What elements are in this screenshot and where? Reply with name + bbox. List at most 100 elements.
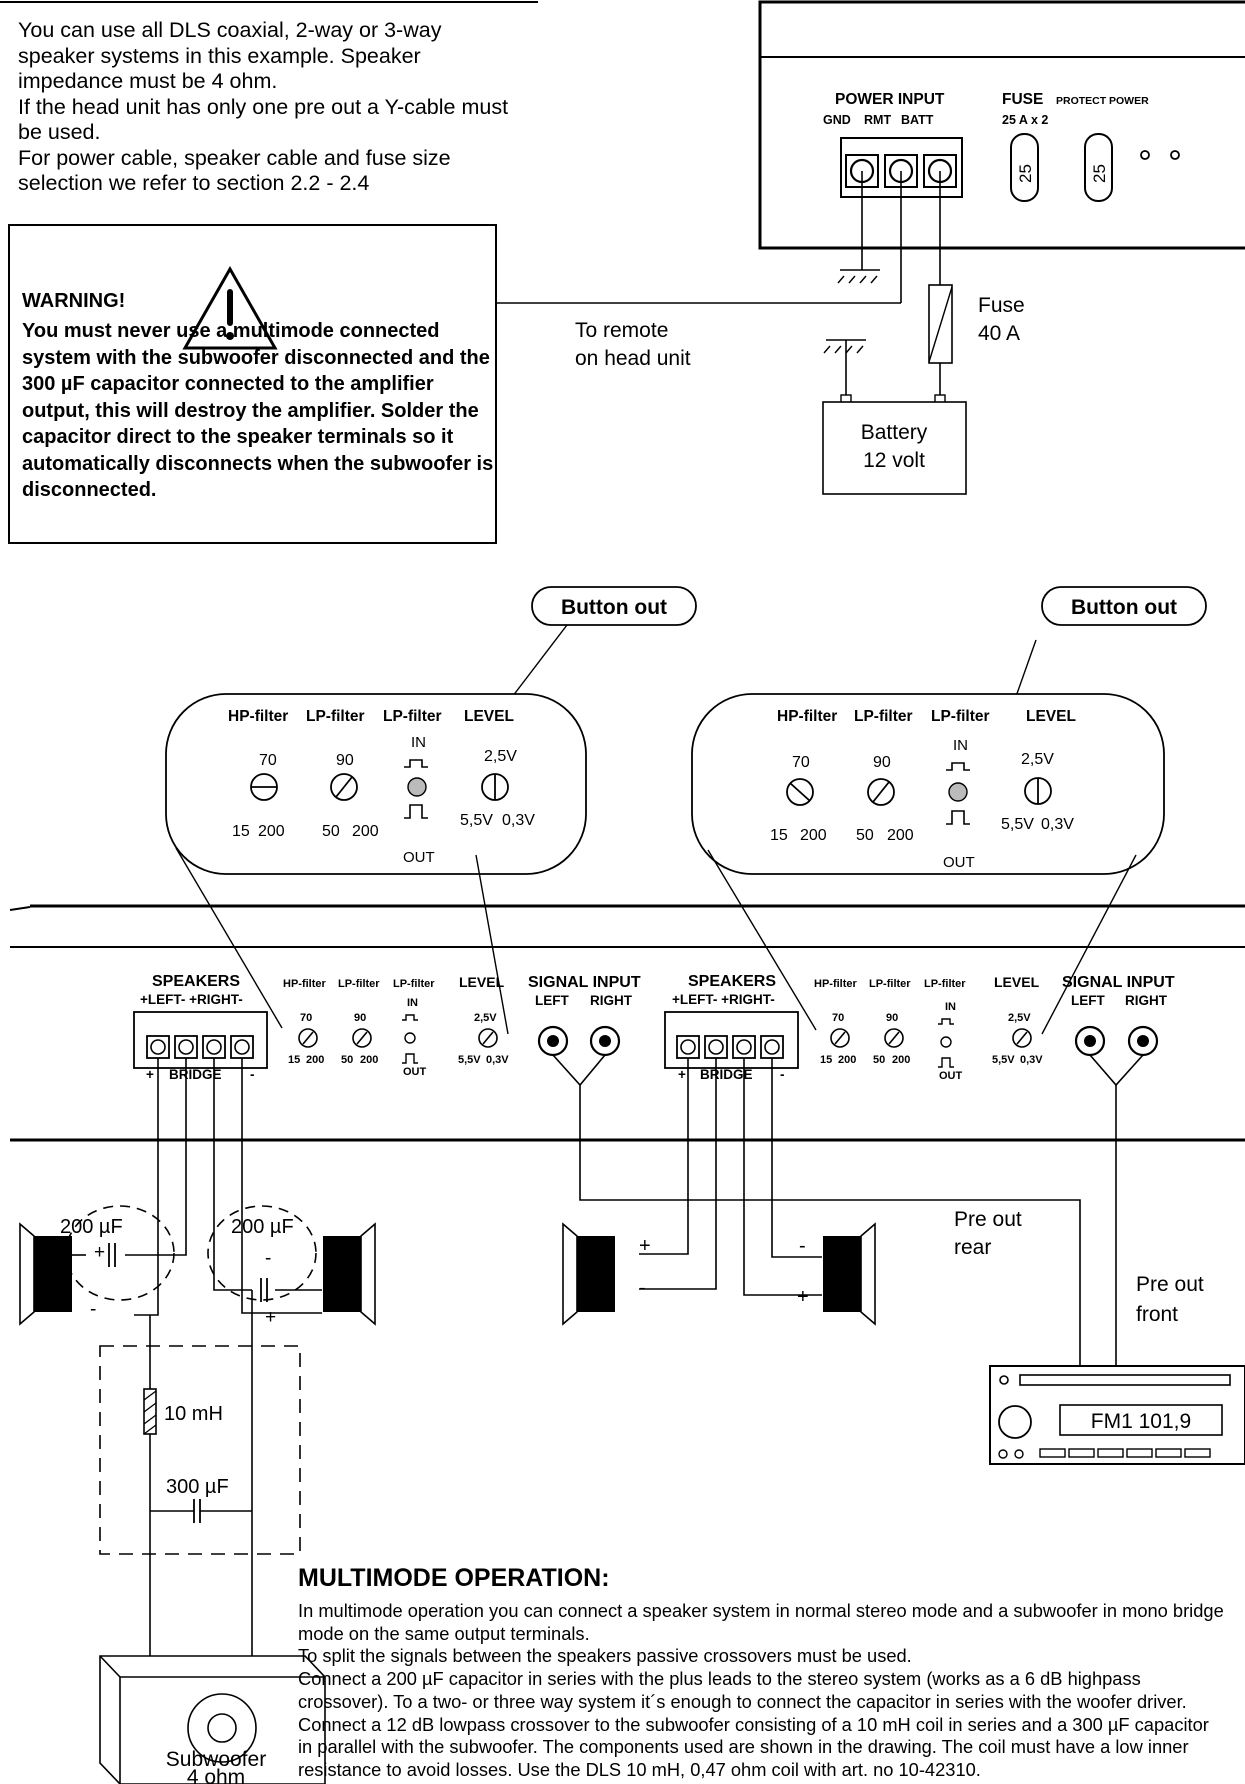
svg-text:0,3V: 0,3V <box>486 1054 509 1066</box>
svg-text:50: 50 <box>856 827 874 844</box>
svg-text:SPEAKERS: SPEAKERS <box>688 973 776 990</box>
fuse-2[interactable]: 25 <box>1084 133 1113 202</box>
svg-text:on head unit: on head unit <box>575 347 691 370</box>
fuse-label: FUSE <box>1002 91 1043 108</box>
svg-text:LP-filter: LP-filter <box>393 978 435 990</box>
svg-text:70: 70 <box>832 1012 844 1024</box>
multimode-text: In multimode operation you can connect a… <box>298 1600 1228 1782</box>
main-fuse <box>928 284 953 364</box>
amp-channel-section-1: SPEAKERS +LEFT- +RIGHT- + BRIDGE - HP-fi… <box>133 973 641 1082</box>
pre-out-front-label: Pre out <box>1136 1273 1204 1296</box>
svg-text:LEVEL: LEVEL <box>459 974 505 990</box>
svg-text:40 A: 40 A <box>978 322 1020 345</box>
preset-button-6[interactable] <box>1184 1448 1211 1458</box>
svg-text:-: - <box>799 1235 806 1257</box>
multimode-paragraph: Connect a 200 µF capacitor in series wit… <box>298 1668 1187 1712</box>
power-panel: POWER INPUT GND RMT BATT FUSE 25 A x 2 P… <box>758 0 1245 250</box>
svg-text:LEVEL: LEVEL <box>994 974 1040 990</box>
svg-text:200: 200 <box>892 1054 910 1066</box>
zoom-panel-1: HP-filter LP-filter LP-filter LEVEL 70 1… <box>165 693 587 875</box>
warning-box: WARNING! You must never use a multimode … <box>8 224 497 544</box>
svg-text:-: - <box>780 1067 785 1082</box>
lowpass-crossover <box>99 1290 301 1656</box>
svg-text:OUT: OUT <box>943 854 975 871</box>
svg-text:Button out: Button out <box>561 596 667 619</box>
level-knob-2[interactable] <box>1024 777 1052 805</box>
multimode-title: MULTIMODE OPERATION: <box>298 1564 610 1592</box>
speaker-rear-right <box>822 1223 876 1325</box>
svg-text:90: 90 <box>354 1012 366 1024</box>
svg-text:15: 15 <box>232 823 250 840</box>
svg-text:Button out: Button out <box>1071 596 1177 619</box>
lp-button-1[interactable] <box>407 777 427 797</box>
fuse-1[interactable]: 25 <box>1010 133 1039 202</box>
head-unit: FM1 101,9 <box>989 1365 1245 1465</box>
svg-text:+: + <box>678 1067 686 1082</box>
svg-text:70: 70 <box>792 754 810 771</box>
svg-text:90: 90 <box>336 752 354 769</box>
svg-text:50: 50 <box>873 1054 885 1066</box>
svg-text:IN: IN <box>945 1001 956 1013</box>
svg-text:2,5V: 2,5V <box>1021 751 1054 768</box>
protect-label: PROTECT <box>1056 95 1107 107</box>
svg-text:0,3V: 0,3V <box>1041 816 1074 833</box>
svg-text:200: 200 <box>800 827 827 844</box>
power-led-label: POWER <box>1109 95 1149 107</box>
svg-text:IN: IN <box>411 734 426 751</box>
preset-button-5[interactable] <box>1155 1448 1182 1458</box>
svg-text:200: 200 <box>258 823 285 840</box>
svg-text:90: 90 <box>873 754 891 771</box>
svg-text:SPEAKERS: SPEAKERS <box>152 973 240 990</box>
speaker-front-right <box>322 1223 376 1325</box>
svg-text:LP-filter: LP-filter <box>306 708 365 725</box>
multimode-paragraph: To split the signals between the speaker… <box>298 1645 912 1667</box>
svg-text:+LEFT- +RIGHT-: +LEFT- +RIGHT- <box>672 992 775 1007</box>
level-knob-1[interactable] <box>481 773 509 801</box>
button-out-callout-2: Button out <box>990 586 1207 768</box>
svg-text:front: front <box>1136 1303 1178 1326</box>
svg-text:5,5V: 5,5V <box>460 812 493 829</box>
svg-text:+: + <box>94 1242 105 1263</box>
lp-filter-knob-1[interactable] <box>330 773 358 801</box>
svg-text:LP-filter: LP-filter <box>854 708 913 725</box>
svg-text:0,3V: 0,3V <box>1020 1054 1043 1066</box>
lp-filter-knob-2[interactable] <box>867 778 895 806</box>
svg-text:50: 50 <box>322 823 340 840</box>
gnd-label: GND <box>823 113 851 127</box>
main-fuse-label: Fuse <box>978 294 1025 317</box>
svg-text:SIGNAL INPUT: SIGNAL INPUT <box>1062 974 1175 991</box>
fuse-rating-label: 25 A x 2 <box>1002 113 1048 127</box>
svg-text:70: 70 <box>300 1012 312 1024</box>
lp-button-2[interactable] <box>948 782 968 802</box>
svg-text:25: 25 <box>1090 164 1109 183</box>
svg-text:90: 90 <box>886 1012 898 1024</box>
multimode-paragraph: Connect a 12 dB lowpass crossover to the… <box>298 1713 1209 1780</box>
svg-text:2,5V: 2,5V <box>474 1012 497 1024</box>
preset-button-2[interactable] <box>1068 1448 1095 1458</box>
preset-button-4[interactable] <box>1126 1448 1153 1458</box>
svg-text:5,5V: 5,5V <box>992 1054 1015 1066</box>
svg-text:OUT: OUT <box>403 849 435 866</box>
svg-text:SIGNAL INPUT: SIGNAL INPUT <box>528 974 641 991</box>
hp-filter-knob-1[interactable] <box>250 773 278 801</box>
volume-knob[interactable] <box>998 1405 1032 1439</box>
pre-out-rear-label: Pre out <box>954 1208 1022 1231</box>
svg-text:OUT: OUT <box>403 1066 427 1078</box>
svg-text:200 µF: 200 µF <box>231 1216 294 1238</box>
svg-text:5,5V: 5,5V <box>1001 816 1034 833</box>
preset-button-1[interactable] <box>1039 1448 1066 1458</box>
svg-text:15: 15 <box>288 1054 300 1066</box>
svg-text:LP-filter: LP-filter <box>338 978 380 990</box>
hp-filter-knob-2[interactable] <box>786 778 814 806</box>
svg-text:HP-filter: HP-filter <box>228 708 288 725</box>
preset-button-3[interactable] <box>1097 1448 1124 1458</box>
svg-text:LP-filter: LP-filter <box>924 978 966 990</box>
capacitor-200uf-right <box>207 1205 317 1302</box>
svg-text:LP-filter: LP-filter <box>869 978 911 990</box>
battery: Battery 12 volt <box>822 394 967 495</box>
warning-icon <box>182 265 278 350</box>
svg-text:HP-filter: HP-filter <box>777 708 837 725</box>
radio-display: FM1 101,9 <box>1091 1410 1191 1433</box>
svg-text:200: 200 <box>352 823 379 840</box>
